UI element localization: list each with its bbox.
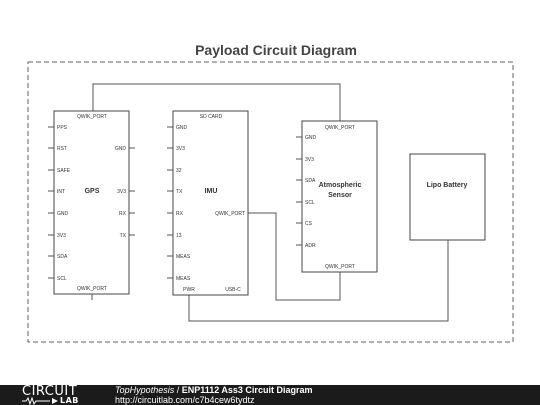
atmos-pin-sda: SDA	[305, 178, 316, 184]
gps-box	[53, 110, 130, 295]
imu-label: IMU	[205, 188, 218, 195]
gps-module[interactable]: GPS QWIK_PORT QWIK_PORT PPS RST SAFE INT…	[48, 110, 135, 300]
title-separator: /	[174, 385, 182, 395]
battery-box	[409, 153, 486, 241]
atmos-pin-adr: ADR	[305, 243, 316, 249]
gps-pin-safe: SAFE	[57, 168, 71, 174]
gps-pin-gnd: GND	[57, 211, 69, 217]
author-link[interactable]: TopHypothesis	[115, 385, 175, 395]
circuit-url-link[interactable]: http://circuitlab.com/c7b4cew6tydtz	[115, 395, 255, 405]
wire-imu-pwr-to-battery	[188, 240, 449, 322]
gps-right-pins: GND 3V3 RX TX	[115, 146, 135, 239]
atmos-box	[301, 120, 378, 273]
imu-pin-3v3: 3V3	[176, 146, 185, 152]
imu-pin-32: 32	[176, 168, 182, 174]
wire-imu-qwik-to-atmos	[248, 212, 341, 301]
gps-pin-pps: PPS	[57, 125, 68, 131]
atmos-pin-gnd: GND	[305, 135, 317, 141]
imu-pin-rx: RX	[176, 211, 184, 217]
atmos-top-port: QWIK_PORT	[325, 125, 355, 131]
imu-box	[172, 110, 249, 296]
wire-gps-to-atmos-qwik	[92, 83, 341, 121]
imu-left-pins: GND 3V3 32 TX RX 13 MEAS MEAS	[167, 125, 191, 282]
payload-enclosure	[27, 61, 514, 343]
wires	[92, 83, 449, 322]
gps-pin-rx: RX	[119, 211, 127, 217]
imu-pin-meas-1: MEAS	[176, 254, 191, 260]
imu-sd-card: SD CARD	[200, 114, 223, 120]
atmos-label-line2: Sensor	[328, 192, 352, 199]
atmos-label-line1: Atmospheric	[319, 182, 362, 189]
waveform-icon	[22, 397, 58, 405]
imu-pin-meas-2: MEAS	[176, 276, 191, 282]
gps-top-port: QWIK_PORT	[77, 114, 107, 120]
imu-qwik-port: QWIK_PORT	[215, 211, 245, 217]
gps-pin-3v3-r: 3V3	[117, 189, 126, 195]
gps-left-pins: PPS RST SAFE INT GND 3V3 SDA SCL	[48, 125, 71, 282]
atmos-bottom-port: QWIK_PORT	[325, 264, 355, 270]
atmospheric-sensor[interactable]: Atmospheric Sensor QWIK_PORT QWIK_PORT G…	[296, 120, 378, 273]
circuitlab-logo[interactable]: CIRCUIT	[22, 384, 78, 399]
atmos-pin-3v3: 3V3	[305, 157, 314, 163]
atmos-left-pins: GND 3V3 SDA SCL CS ADR	[296, 135, 317, 249]
imu-pin-13: 13	[176, 233, 182, 239]
gps-pin-sda: SDA	[57, 254, 68, 260]
lipo-battery[interactable]: Lipo Battery	[409, 153, 486, 241]
footer-title-line: TopHypothesis / ENP1112 Ass3 Circuit Dia…	[115, 385, 312, 395]
diagram-title: Payload Circuit Diagram	[195, 42, 357, 58]
gps-pin-tx: TX	[120, 233, 127, 239]
battery-label: Lipo Battery	[427, 182, 468, 189]
imu-module[interactable]: IMU SD CARD QWIK_PORT PWR USB-C GND 3V3 …	[167, 110, 249, 296]
imu-pin-gnd: GND	[176, 125, 188, 131]
gps-label: GPS	[85, 188, 100, 195]
atmos-pin-scl: SCL	[305, 200, 315, 206]
circuit-title-link[interactable]: ENP1112 Ass3 Circuit Diagram	[181, 385, 313, 395]
imu-usb-c: USB-C	[225, 287, 241, 293]
imu-pin-tx: TX	[176, 189, 183, 195]
circuitlab-logo-sub: LAB	[60, 396, 79, 405]
gps-pin-scl: SCL	[57, 276, 67, 282]
atmos-pin-cs: CS	[305, 221, 313, 227]
gps-bottom-port: QWIK_PORT	[77, 286, 107, 292]
gps-pin-3v3: 3V3	[57, 233, 66, 239]
gps-pin-gnd-r: GND	[115, 146, 127, 152]
gps-pin-rst: RST	[57, 146, 67, 152]
gps-pin-int: INT	[57, 189, 65, 195]
footer-bar: CIRCUIT LAB TopHypothesis / ENP1112 Ass3…	[0, 385, 540, 405]
imu-pwr: PWR	[183, 287, 195, 293]
